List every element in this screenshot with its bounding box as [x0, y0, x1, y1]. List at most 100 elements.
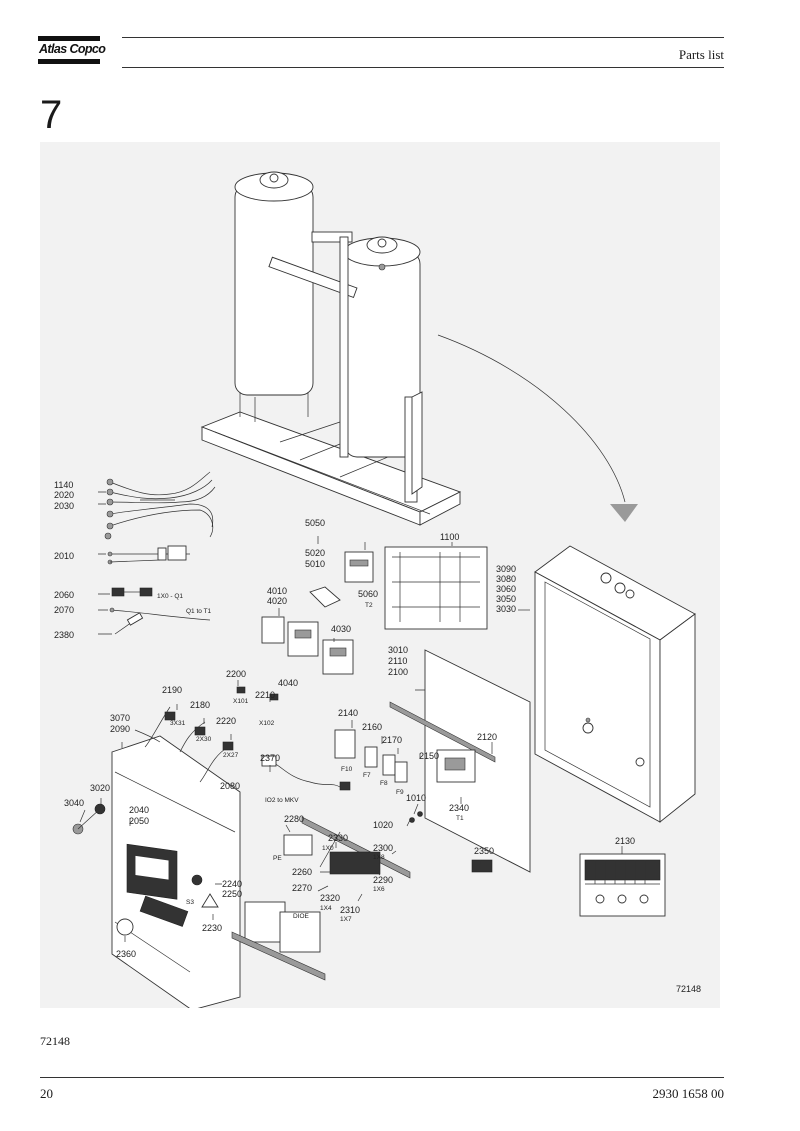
callout-2310: 2310 — [340, 905, 360, 915]
section-number: 7 — [40, 93, 63, 137]
callout-2290: 2290 — [373, 875, 393, 885]
callout-3010: 3010 — [388, 645, 408, 655]
warning-label-sticker — [579, 853, 666, 917]
callout-3060: 3060 — [496, 584, 516, 594]
callout-5050: 5050 — [305, 518, 325, 528]
callout-3070: 3070 — [110, 713, 130, 723]
wiring-diagram-sheet — [384, 546, 488, 630]
logo-wordmark: Atlas Copco — [39, 42, 106, 56]
callout-2120: 2120 — [477, 732, 497, 742]
callout-2030: 2030 — [54, 501, 74, 511]
callout-2150: 2150 — [419, 751, 439, 761]
callout-2350: 2350 — [474, 846, 494, 856]
callout-2370: 2370 — [260, 753, 280, 763]
callout-3040: 3040 — [64, 798, 84, 808]
callout-2190: 2190 — [162, 685, 182, 695]
leader-lines — [79, 491, 623, 942]
annotation-f8: F8 — [380, 780, 388, 787]
mounting-plate — [334, 649, 531, 873]
callout-3080: 3080 — [496, 574, 516, 584]
drawing-id: 72148 — [676, 984, 701, 994]
front-door-panel — [72, 706, 241, 1008]
callout-5060: 5060 — [358, 589, 378, 599]
figure-caption: 72148 — [40, 1034, 70, 1048]
callout-1010: 1010 — [406, 793, 426, 803]
callout-4010: 4010 — [267, 586, 287, 596]
cable-harness — [104, 471, 216, 635]
annotation-pe: PE — [273, 855, 282, 862]
logo-bar-bottom — [38, 59, 100, 64]
callout-3020: 3020 — [90, 783, 110, 793]
callout-2240: 2240 — [222, 879, 242, 889]
page-number: 20 — [40, 1086, 53, 1101]
annotation-io2-to-mkv: IO2 to MKV — [265, 797, 299, 804]
callout-2250: 2250 — [222, 889, 242, 899]
callout-2080: 2080 — [220, 781, 240, 791]
callout-2270: 2270 — [292, 883, 312, 893]
callout-2280: 2280 — [284, 814, 304, 824]
callout-2170: 2170 — [382, 735, 402, 745]
callout-2300: 2300 — [373, 843, 393, 853]
annotation-x101: X101 — [233, 698, 249, 705]
callout-2340: 2340 — [449, 803, 469, 813]
callout-2040: 2040 — [129, 805, 149, 815]
annotation-f10: F10 — [341, 766, 353, 773]
callout-2320: 2320 — [320, 893, 340, 903]
callout-1140: 1140 — [54, 480, 73, 490]
callout-2010: 2010 — [54, 551, 74, 561]
exploded-parts-figure: 1140 2020 2030 2010 2060 2070 2380 5050 … — [40, 142, 720, 1008]
callout-3090: 3090 — [496, 564, 516, 574]
annotation-t1: T1 — [456, 815, 464, 822]
annotation-dioe: DIOE — [293, 913, 310, 920]
document-number: 2930 1658 00 — [652, 1086, 725, 1101]
header-rule-bottom — [122, 67, 724, 68]
terminal-block-rail — [231, 755, 411, 981]
callout-2200: 2200 — [226, 669, 246, 679]
annotation-2x30: 2X30 — [196, 736, 212, 743]
air-receiver-assembly — [200, 171, 462, 526]
callout-1100: 1100 — [440, 532, 459, 542]
callout-2160: 2160 — [362, 722, 382, 732]
callout-2110: 2110 — [388, 656, 407, 666]
callout-2260: 2260 — [292, 867, 312, 877]
callout-2050: 2050 — [129, 816, 149, 826]
annotation-t2: T2 — [365, 602, 373, 609]
atlas-copco-logo: Atlas Copco — [38, 34, 106, 68]
callout-2380: 2380 — [54, 630, 74, 640]
callout-3050: 3050 — [496, 594, 516, 604]
callout-2140: 2140 — [338, 708, 358, 718]
electrical-cabinet-enclosure — [534, 545, 696, 823]
annotation-1x0-q1: 1X0 - Q1 — [157, 593, 183, 600]
callout-2060: 2060 — [54, 590, 74, 600]
logo-bar-top — [38, 36, 100, 41]
callout-2020: 2020 — [54, 490, 74, 500]
annotation-q1-to-t1: Q1 to T1 — [186, 608, 212, 615]
callout-2220: 2220 — [216, 716, 236, 726]
annotation-f9: F9 — [396, 789, 404, 796]
header-rule-top — [122, 37, 724, 38]
callout-4020: 4020 — [267, 596, 287, 606]
footer-rule — [40, 1077, 724, 1078]
callout-5020: 5020 — [305, 548, 325, 558]
callout-2100: 2100 — [388, 667, 408, 677]
annotation-1x6: 1X6 — [373, 886, 385, 893]
annotation-x102: X102 — [259, 720, 275, 727]
callout-2180: 2180 — [190, 700, 210, 710]
wire-annotations: 1X0 - Q1 Q1 to T1 T2 X101 X102 3X31 2X30… — [157, 593, 464, 923]
callout-2090: 2090 — [110, 724, 130, 734]
annotation-1x0: 1X0 — [322, 845, 334, 852]
callout-5010: 5010 — [305, 559, 325, 569]
header-title: Parts list — [678, 47, 724, 62]
callout-2130: 2130 — [615, 836, 635, 846]
callout-4030: 4030 — [331, 624, 351, 634]
annotation-s3: S3 — [186, 899, 194, 906]
callout-3030: 3030 — [496, 604, 516, 614]
callout-2210: 2210 — [255, 690, 275, 700]
exploded-view-drawing: 1140 2020 2030 2010 2060 2070 2380 5050 … — [54, 171, 701, 1008]
callout-2070: 2070 — [54, 605, 74, 615]
contactors-relays — [236, 551, 374, 701]
annotation-f7: F7 — [363, 772, 371, 779]
annotation-1x4: 1X4 — [320, 905, 332, 912]
part-callouts: 1140 2020 2030 2010 2060 2070 2380 5050 … — [54, 480, 635, 959]
annotation-3x31: 3X31 — [170, 720, 186, 727]
